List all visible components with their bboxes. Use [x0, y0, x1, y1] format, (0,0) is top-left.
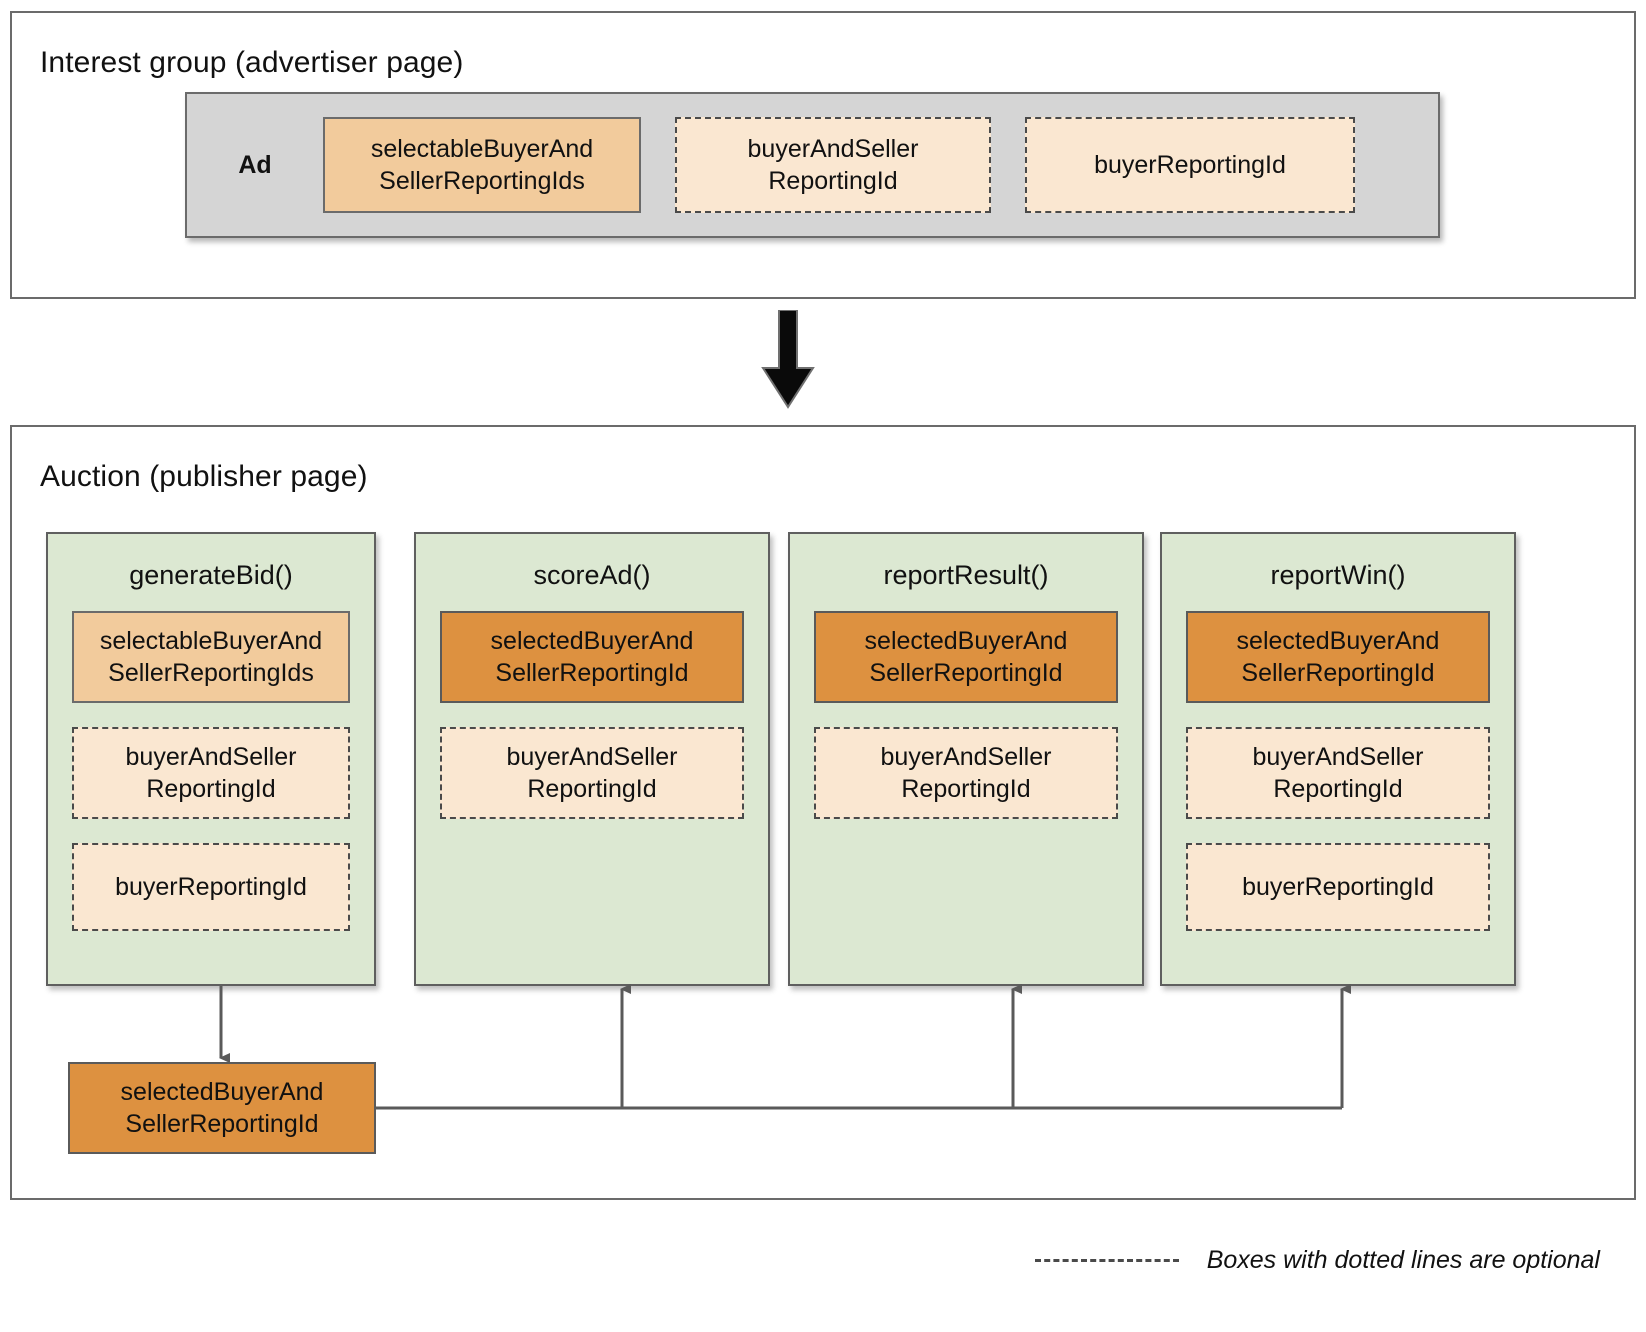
function-title-reportresult: reportResult()	[883, 560, 1049, 590]
legend: Boxes with dotted lines are optional	[880, 1240, 1600, 1280]
function-column-generatebid: generateBid() selectableBuyerAnd SellerR…	[46, 532, 376, 986]
function-fields-generatebid: selectableBuyerAnd SellerReportingIds bu…	[48, 611, 374, 931]
field-buyer-reporting-id: buyerReportingId	[1186, 843, 1490, 931]
down-arrow-icon	[761, 310, 815, 409]
field-selected-buyer-and-seller-reporting-id: selectedBuyerAnd SellerReportingId	[814, 611, 1118, 703]
ad-fields-row: selectableBuyerAnd SellerReportingIds bu…	[323, 117, 1355, 213]
output-box-selected-buyer-and-seller-reporting-id: selectedBuyerAnd SellerReportingId	[68, 1062, 376, 1154]
function-fields-reportwin: selectedBuyerAnd SellerReportingId buyer…	[1162, 611, 1514, 931]
field-buyer-and-seller-reporting-id: buyerAndSeller ReportingId	[1186, 727, 1490, 819]
legend-dashed-line-sample	[1034, 1258, 1179, 1262]
field-selectable-buyer-and-seller-reporting-ids: selectableBuyerAnd SellerReportingIds	[72, 611, 350, 703]
ad-field-selectable-buyer-and-seller-reporting-ids: selectableBuyerAnd SellerReportingIds	[323, 117, 641, 213]
function-title-reportwin: reportWin()	[1270, 560, 1406, 590]
function-fields-reportresult: selectedBuyerAnd SellerReportingId buyer…	[790, 611, 1142, 819]
field-selected-buyer-and-seller-reporting-id: selectedBuyerAnd SellerReportingId	[440, 611, 744, 703]
field-buyer-and-seller-reporting-id: buyerAndSeller ReportingId	[72, 727, 350, 819]
auction-title: Auction (publisher page)	[40, 460, 368, 493]
ad-label: Ad	[238, 150, 272, 179]
interest-group-title: Interest group (advertiser page)	[40, 46, 464, 79]
function-column-reportresult: reportResult() selectedBuyerAnd SellerRe…	[788, 532, 1144, 986]
ad-container: Ad selectableBuyerAnd SellerReportingIds…	[185, 92, 1440, 238]
field-selected-buyer-and-seller-reporting-id: selectedBuyerAnd SellerReportingId	[1186, 611, 1490, 703]
function-title-scoread: scoreAd()	[533, 560, 651, 590]
field-buyer-reporting-id: buyerReportingId	[72, 843, 350, 931]
field-buyer-and-seller-reporting-id: buyerAndSeller ReportingId	[440, 727, 744, 819]
function-fields-scoread: selectedBuyerAnd SellerReportingId buyer…	[416, 611, 768, 819]
function-column-reportwin: reportWin() selectedBuyerAnd SellerRepor…	[1160, 532, 1516, 986]
function-title-generatebid: generateBid()	[129, 560, 293, 590]
field-buyer-and-seller-reporting-id: buyerAndSeller ReportingId	[814, 727, 1118, 819]
ad-field-buyer-reporting-id: buyerReportingId	[1025, 117, 1355, 213]
ad-field-buyer-and-seller-reporting-id: buyerAndSeller ReportingId	[675, 117, 991, 213]
legend-label: Boxes with dotted lines are optional	[1206, 1245, 1600, 1274]
function-column-scoread: scoreAd() selectedBuyerAnd SellerReporti…	[414, 532, 770, 986]
